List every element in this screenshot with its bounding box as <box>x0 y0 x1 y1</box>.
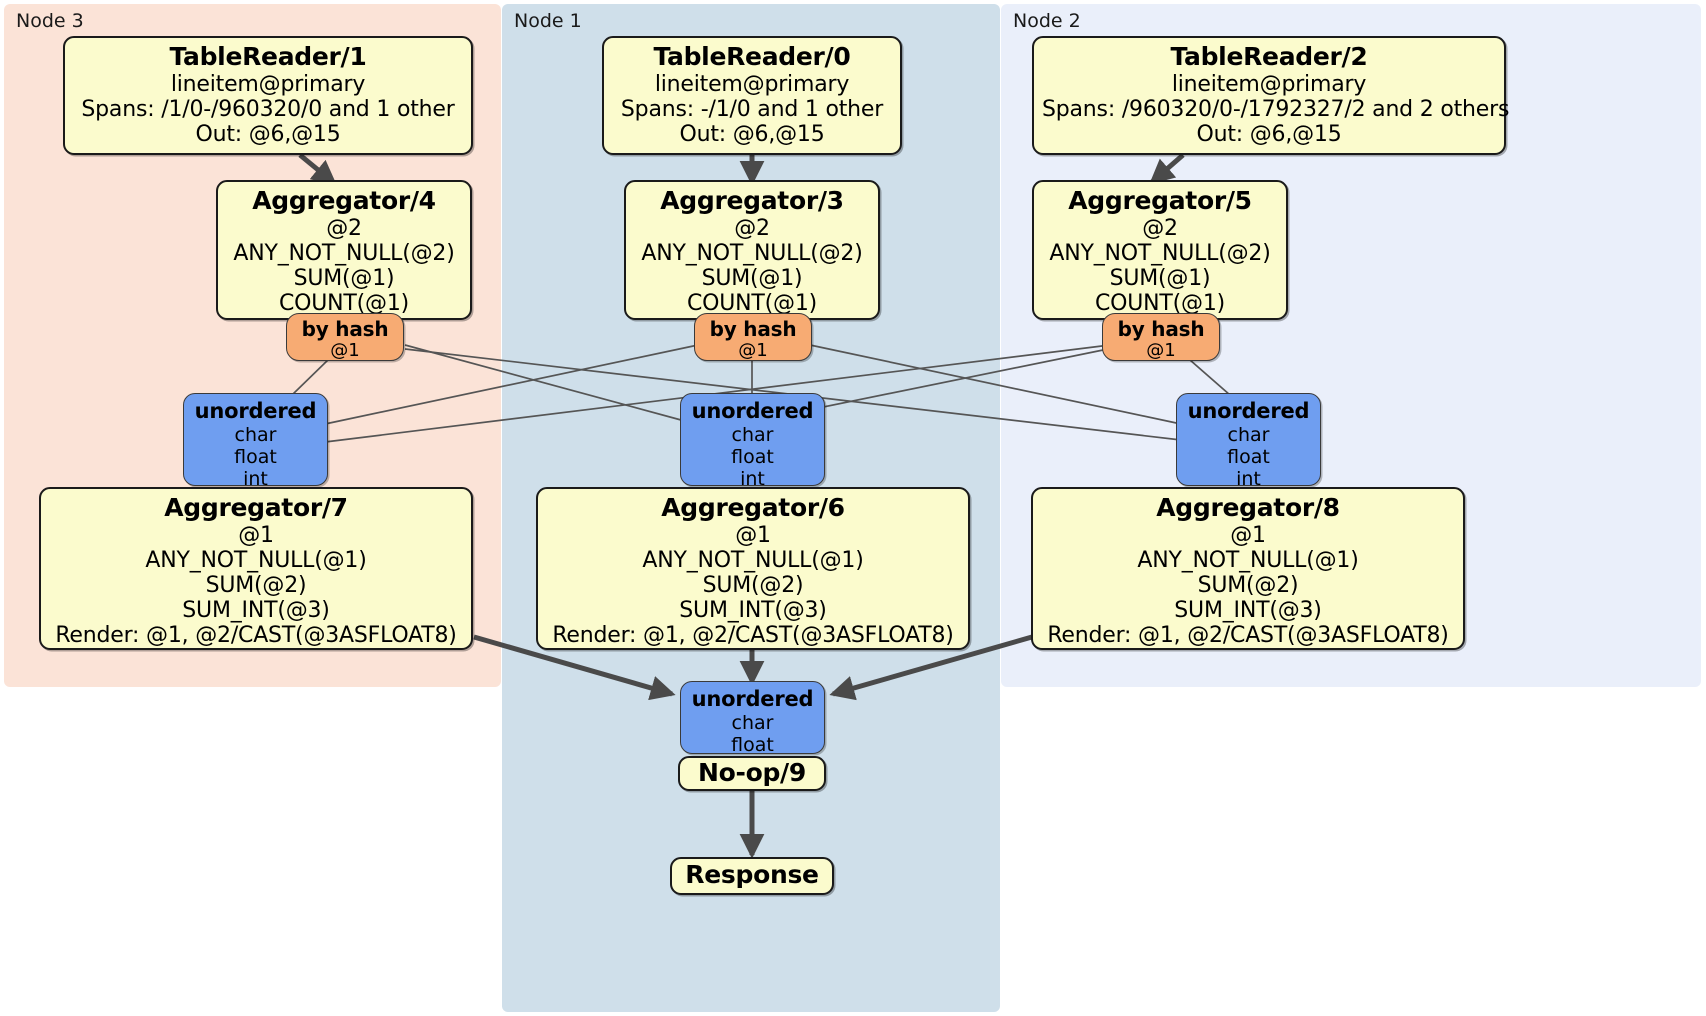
processor-title: Aggregator/4 <box>252 186 436 215</box>
synchronizer-line: int <box>740 468 765 491</box>
router-line: @1 <box>1146 340 1176 361</box>
processor-title: Aggregator/5 <box>1068 186 1252 215</box>
processor-line: COUNT(@1) <box>686 290 818 316</box>
router-title: by hash <box>709 317 797 341</box>
processor-line: @1 <box>238 522 274 548</box>
processor-title: No-op/9 <box>698 757 806 787</box>
synchronizer-unordered-center[interactable]: unordered char float int <box>680 393 825 490</box>
processor-line: ANY_NOT_NULL(@2) <box>233 240 455 266</box>
processor-aggregator-4[interactable]: Aggregator/4 @2 ANY_NOT_NULL(@2) SUM(@1)… <box>216 180 472 320</box>
node-panel-label-node1: Node 1 <box>514 10 582 32</box>
synchronizer-title: unordered <box>691 687 814 711</box>
node-panel-label-node3: Node 3 <box>16 10 84 32</box>
router-title: by hash <box>301 317 389 341</box>
processor-line: SUM(@2) <box>205 572 307 598</box>
processor-title: Aggregator/6 <box>661 493 845 522</box>
synchronizer-unordered-left[interactable]: unordered char float int <box>183 393 328 490</box>
processor-line: @1 <box>735 522 771 548</box>
processor-line: Spans: -/1/0 and 1 other <box>620 96 884 122</box>
processor-table-reader-2[interactable]: TableReader/2 lineitem@primary Spans: /9… <box>1032 36 1510 155</box>
processor-title: Aggregator/7 <box>164 493 348 522</box>
processor-line: Render: @1, @2/CAST(@3ASFLOAT8) <box>55 622 457 648</box>
processor-line: SUM_INT(@3) <box>679 597 827 623</box>
processor-line: SUM_INT(@3) <box>182 597 330 623</box>
router-line: @1 <box>330 340 360 361</box>
processor-line: Spans: /1/0-/960320/0 and 1 other <box>81 96 455 122</box>
router-by-hash-left[interactable]: by hash @1 <box>286 313 404 361</box>
processor-title: Response <box>685 860 819 890</box>
synchronizer-line: char <box>731 424 774 447</box>
processor-line: Render: @1, @2/CAST(@3ASFLOAT8) <box>1047 622 1449 648</box>
node-panel-label-node2: Node 2 <box>1013 10 1081 32</box>
processor-line: ANY_NOT_NULL(@1) <box>642 547 864 573</box>
processor-line: ANY_NOT_NULL(@2) <box>641 240 863 266</box>
synchronizer-unordered-final[interactable]: unordered char float <box>680 681 825 757</box>
processor-line: @2 <box>1142 215 1178 241</box>
processor-response[interactable]: Response <box>670 857 834 895</box>
processor-line: lineitem@primary <box>170 71 366 97</box>
processor-line: COUNT(@1) <box>278 290 410 316</box>
processor-line: Out: @6,@15 <box>195 121 341 147</box>
processor-line: @2 <box>734 215 770 241</box>
processor-line: Out: @6,@15 <box>1196 121 1342 147</box>
processor-aggregator-7[interactable]: Aggregator/7 @1 ANY_NOT_NULL(@1) SUM(@2)… <box>39 487 473 650</box>
processor-line: SUM(@1) <box>1109 265 1211 291</box>
router-by-hash-right[interactable]: by hash @1 <box>1102 313 1220 361</box>
processor-aggregator-3[interactable]: Aggregator/3 @2 ANY_NOT_NULL(@2) SUM(@1)… <box>624 180 880 320</box>
processor-line: SUM_INT(@3) <box>1174 597 1322 623</box>
processor-line: lineitem@primary <box>654 71 850 97</box>
router-line: @1 <box>738 340 768 361</box>
processor-aggregator-8[interactable]: Aggregator/8 @1 ANY_NOT_NULL(@1) SUM(@2)… <box>1031 487 1465 650</box>
router-by-hash-center[interactable]: by hash @1 <box>694 313 812 361</box>
processor-line: lineitem@primary <box>1171 71 1367 97</box>
synchronizer-line: float <box>234 446 277 469</box>
processor-line: @1 <box>1230 522 1266 548</box>
processor-title: Aggregator/8 <box>1156 493 1340 522</box>
processor-title: TableReader/2 <box>1170 42 1368 71</box>
synchronizer-title: unordered <box>1187 399 1310 423</box>
synchronizer-unordered-right[interactable]: unordered char float int <box>1176 393 1321 490</box>
processor-line: ANY_NOT_NULL(@1) <box>145 547 367 573</box>
processor-title: TableReader/1 <box>169 42 367 71</box>
synchronizer-title: unordered <box>194 399 317 423</box>
processor-table-reader-1[interactable]: TableReader/1 lineitem@primary Spans: /1… <box>63 36 473 155</box>
processor-line: @2 <box>326 215 362 241</box>
processor-line: Render: @1, @2/CAST(@3ASFLOAT8) <box>552 622 954 648</box>
processor-line: SUM(@1) <box>293 265 395 291</box>
processor-aggregator-6[interactable]: Aggregator/6 @1 ANY_NOT_NULL(@1) SUM(@2)… <box>536 487 970 650</box>
processor-aggregator-5[interactable]: Aggregator/5 @2 ANY_NOT_NULL(@2) SUM(@1)… <box>1032 180 1288 320</box>
synchronizer-line: int <box>243 468 268 491</box>
processor-title: Aggregator/3 <box>660 186 844 215</box>
router-title: by hash <box>1117 317 1205 341</box>
processor-line: COUNT(@1) <box>1094 290 1226 316</box>
synchronizer-line: char <box>731 712 774 735</box>
processor-line: Out: @6,@15 <box>679 121 825 147</box>
processor-line: SUM(@2) <box>1197 572 1299 598</box>
processor-title: TableReader/0 <box>653 42 851 71</box>
synchronizer-line: char <box>1227 424 1270 447</box>
synchronizer-line: int <box>1236 468 1261 491</box>
processor-line: ANY_NOT_NULL(@2) <box>1049 240 1271 266</box>
processor-line: SUM(@2) <box>702 572 804 598</box>
synchronizer-title: unordered <box>691 399 814 423</box>
synchronizer-line: char <box>234 424 277 447</box>
processor-table-reader-0[interactable]: TableReader/0 lineitem@primary Spans: -/… <box>602 36 902 155</box>
synchronizer-line: float <box>731 734 774 757</box>
synchronizer-line: float <box>1227 446 1270 469</box>
processor-line: ANY_NOT_NULL(@1) <box>1137 547 1359 573</box>
processor-noop-9[interactable]: No-op/9 <box>678 756 826 791</box>
synchronizer-line: float <box>731 446 774 469</box>
processor-line: Spans: /960320/0-/1792327/2 and 2 others <box>1042 96 1510 122</box>
processor-line: SUM(@1) <box>701 265 803 291</box>
